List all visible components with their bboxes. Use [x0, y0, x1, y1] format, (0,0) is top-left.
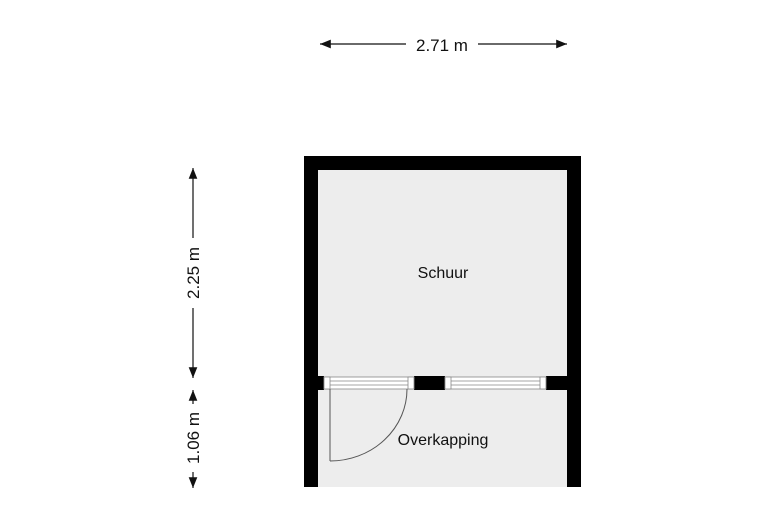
opening-right-frame [444, 376, 547, 390]
room-label-overkapping: Overkapping [398, 432, 489, 449]
right-wall [567, 156, 581, 487]
partition-openings [323, 376, 547, 390]
height-schuur-label: 2.25 m [184, 247, 203, 299]
top-wall [304, 156, 581, 170]
partition-stub-right [546, 376, 567, 390]
walls [304, 156, 581, 487]
door-swing-icon [329, 388, 408, 462]
opening-left-frame [323, 376, 415, 390]
schuur-floor [318, 170, 567, 380]
overkapping-floor [318, 387, 567, 487]
partition-stub-left [318, 376, 324, 390]
left-wall [304, 156, 318, 487]
partition-block-middle [414, 376, 445, 390]
width-label: 2.71 m [416, 36, 468, 55]
height-overkapping-label: 1.06 m [184, 412, 203, 464]
room-label-schuur: Schuur [418, 265, 469, 282]
